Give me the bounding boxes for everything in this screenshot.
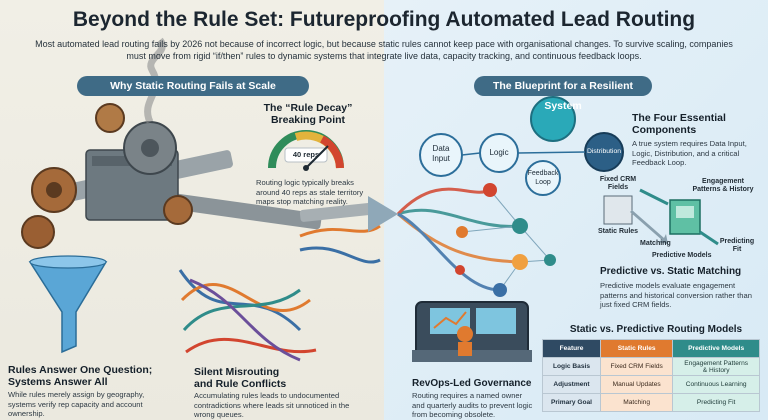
label-fixed-crm-fields: Fixed CRM Fields	[590, 176, 646, 192]
row-adjustment-static: Manual Updates	[599, 375, 674, 394]
node-data-input: Data Input	[422, 144, 460, 164]
table-row: Primary Goal Matching Predicting Fit	[542, 393, 760, 412]
matching-diagram	[603, 188, 719, 246]
four-components-title-line1: The Four Essential	[632, 112, 726, 124]
rules-answer-title-line1: Rules Answer One Question;	[8, 364, 153, 376]
label-engagement-patterns: Engagement Patterns & History	[680, 178, 766, 194]
governance-title: RevOps-Led Governance	[412, 378, 532, 389]
four-components-description: A true system requires Data Input, Logic…	[632, 139, 747, 167]
rule-decay-gauge	[268, 130, 344, 171]
node-data-input-line2: Input	[432, 154, 450, 163]
header-predictive-models: Predictive Models	[672, 339, 760, 358]
row-logic-basis-static: Fixed CRM Fields	[599, 357, 674, 376]
rules-answer-title: Rules Answer One Question; Systems Answe…	[8, 364, 168, 388]
row-logic-basis-feature: Logic Basis	[542, 357, 601, 376]
section-title-left: Why Static Routing Fails at Scale	[77, 76, 309, 96]
gauge-value-label: 40 reps	[292, 150, 320, 159]
label-predicting-line1: Predicting	[719, 238, 755, 245]
transition-arrow	[368, 196, 398, 232]
label-fixed-crm-line2: Fields	[607, 184, 629, 191]
label-static-rules: Static Rules	[598, 228, 639, 235]
page-subtitle: Most automated lead routing fails by 202…	[35, 39, 733, 61]
predictive-vs-static-description: Predictive models evaluate engagement pa…	[600, 281, 752, 309]
comparison-table: Feature Static Rules Predictive Models L…	[542, 339, 760, 412]
comparison-header-row: Feature Static Rules Predictive Models	[542, 339, 760, 358]
four-components-title: The Four Essential Components	[632, 112, 762, 136]
rule-decay-title: The “Rule Decay” Breaking Point	[252, 102, 364, 126]
label-fixed-crm-line1: Fixed CRM	[599, 176, 637, 183]
governance-description: Routing requires a named owner and quart…	[412, 391, 533, 419]
label-predicting-fit: Predicting Fit	[712, 238, 762, 254]
label-engagement-line2: Patterns & History	[692, 186, 754, 193]
rule-decay-description: Routing logic typically breaks around 40…	[256, 178, 364, 206]
row-adjustment-predictive: Continuous Learning	[672, 375, 760, 394]
predictive-vs-static-title: Predictive vs. Static Matching	[600, 266, 742, 277]
header-feature: Feature	[542, 339, 601, 358]
page-title: Beyond the Rule Set: Futureproofing Auto…	[72, 8, 696, 31]
label-predicting-line2: Fit	[732, 246, 742, 253]
rule-decay-title-line2: Breaking Point	[270, 114, 346, 126]
node-feedback-line2: Loop	[535, 179, 551, 186]
four-components-title-line2: Components	[632, 124, 697, 136]
table-row: Adjustment Manual Updates Continuous Lea…	[542, 375, 760, 394]
comparison-title: Static vs. Predictive Routing Models	[569, 324, 743, 335]
node-feedback-line1: Feedback	[527, 170, 559, 177]
silent-misrouting-description: Accumulating rules leads to undocumented…	[194, 391, 350, 419]
rules-answer-title-line2: Systems Answer All	[8, 376, 108, 388]
rule-decay-title-line1: The “Rule Decay”	[263, 102, 353, 114]
label-engagement-line1: Engagement	[701, 178, 744, 185]
node-logic: Logic	[489, 148, 509, 157]
rules-answer-description: While rules merely assign by geography, …	[8, 390, 145, 418]
row-primary-goal-feature: Primary Goal	[542, 393, 601, 412]
node-data-input-line1: Data	[432, 144, 450, 153]
row-logic-basis-predictive: Engagement Patterns & History	[672, 357, 760, 376]
row-logic-basis-predictive-line2: & History	[702, 366, 730, 374]
row-logic-basis-predictive-line1: Engagement Patterns	[684, 359, 749, 367]
row-primary-goal-static: Matching	[599, 393, 674, 412]
node-feedback-loop: Feedback Loop	[526, 169, 560, 187]
component-nodes	[419, 96, 624, 196]
funnel-illustration	[28, 255, 108, 354]
silent-misrouting-title-line1: Silent Misrouting	[194, 366, 280, 378]
prediction-network	[455, 183, 556, 297]
broken-gear-machine-illustration	[21, 37, 381, 249]
governance-illustration	[412, 301, 532, 362]
row-primary-goal-predictive: Predicting Fit	[672, 393, 760, 412]
label-predictive-models: Predictive Models	[652, 252, 712, 259]
header-static-rules: Static Rules	[599, 339, 674, 358]
silent-misrouting-title-line2: and Rule Conflicts	[194, 378, 287, 390]
row-adjustment-feature: Adjustment	[542, 375, 601, 394]
table-row: Logic Basis Fixed CRM Fields Engagement …	[542, 357, 760, 376]
node-distribution: Distribution	[587, 148, 621, 155]
flow-lines	[396, 187, 521, 292]
label-matching: Matching	[640, 240, 671, 247]
section-title-right: The Blueprint for a Resilient System	[474, 76, 652, 112]
silent-misrouting-title: Silent Misrouting and Rule Conflicts	[194, 366, 344, 390]
tangled-arrows-illustration	[178, 224, 381, 362]
